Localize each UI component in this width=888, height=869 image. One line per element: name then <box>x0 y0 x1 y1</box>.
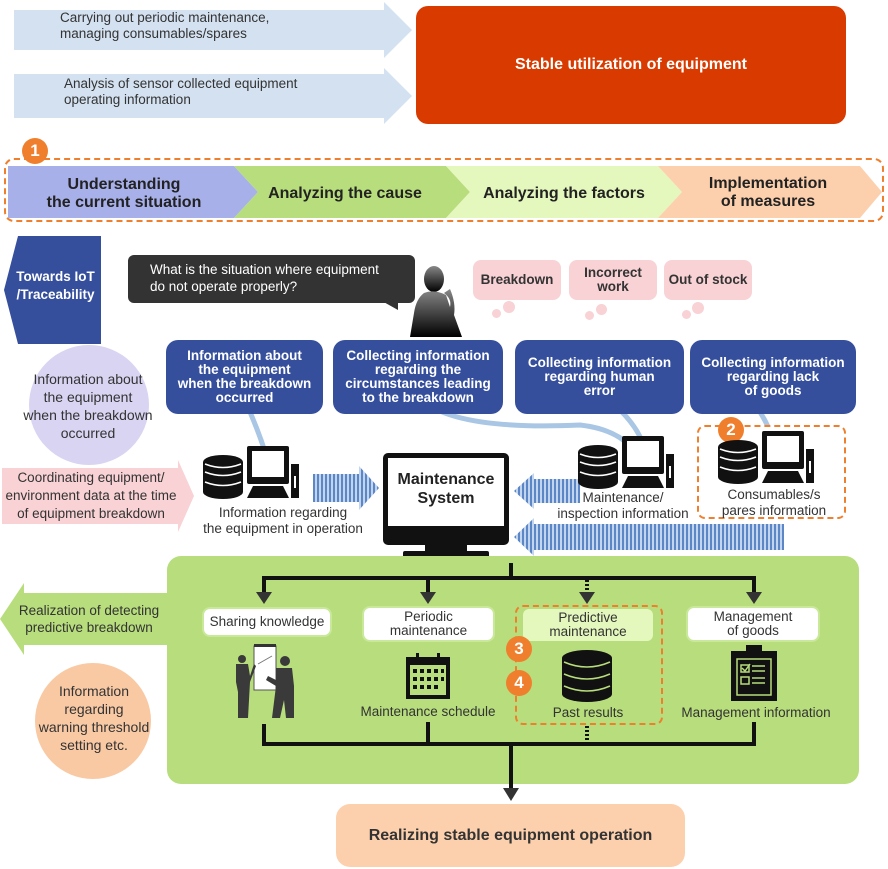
input-arrow-sensor-analysis: Analysis of sensor collected equipment o… <box>14 68 412 124</box>
output-management-of-goods: Management of goods <box>686 606 820 642</box>
maintenance-system-label: Maintenance System <box>397 471 495 507</box>
realization-arrow <box>0 583 168 655</box>
iot-label: Towards IoT /Traceability <box>16 269 95 302</box>
problem-breakdown: Breakdown <box>473 260 561 300</box>
pentagon-shape <box>4 236 101 344</box>
result-box: Realizing stable equipment operation <box>336 804 685 867</box>
realization-note: Realization of detecting predictive brea… <box>18 603 160 635</box>
database-icon <box>718 440 758 484</box>
threshold-info-circle <box>35 663 151 779</box>
step-analyzing-cause: Analyzing the cause <box>268 185 422 202</box>
process-steps-chevrons <box>8 166 882 218</box>
step-shape-cause <box>234 166 470 218</box>
source-consumables-label: Consumables/s pares information <box>721 487 827 518</box>
database-icon <box>578 445 618 489</box>
speech-tail <box>380 300 398 310</box>
maintenance-system-monitor-icon <box>383 453 509 563</box>
thinking-person-icon <box>410 266 462 337</box>
caption-management-information: Management information <box>681 705 831 720</box>
process-steps-frame <box>4 158 884 222</box>
data-flow-arrow-left <box>514 473 580 509</box>
input-label: Carrying out periodic maintenance, manag… <box>60 10 270 41</box>
source-equipment-operation-label: Information regarding the equipment in o… <box>203 505 363 536</box>
badge-4: 4 <box>506 670 532 696</box>
step-shape-factors <box>446 166 682 218</box>
database-icon <box>562 650 612 702</box>
thought-dot <box>503 301 515 313</box>
step-implementation: Implementation of measures <box>708 175 828 210</box>
data-flow-arrow-left-long <box>514 518 784 556</box>
output-sharing-knowledge: Sharing knowledge <box>202 607 332 637</box>
predictive-maintenance-frame <box>515 605 663 725</box>
database-computer-icon <box>203 446 299 499</box>
goal-box: Stable utilization of equipment <box>416 6 846 124</box>
output-periodic-maintenance: Periodic maintenance <box>362 606 495 642</box>
equipment-info-circle <box>29 345 149 465</box>
coordinating-note: Coordinating equipment/ environment data… <box>5 470 177 521</box>
calendar-icon <box>406 653 450 699</box>
coordinating-arrow <box>2 460 194 532</box>
equipment-info-note: Information about the equipment when the… <box>23 371 153 441</box>
step-shape-understanding <box>8 166 258 218</box>
input-arrow-periodic-maintenance: Carrying out periodic maintenance, manag… <box>14 2 412 58</box>
thought-dot <box>596 304 607 315</box>
thought-dot <box>492 309 501 318</box>
database-computer-icon <box>718 431 814 484</box>
collect-equipment-breakdown-info: Information about the equipment when the… <box>166 340 323 414</box>
arrow-head <box>746 592 762 604</box>
arrow-head <box>256 592 272 604</box>
output-predictive-maintenance: Predictive maintenance <box>523 609 653 641</box>
computer-icon <box>622 436 674 488</box>
iot-traceability-tag: Towards IoT /Traceability <box>4 236 101 344</box>
database-computer-icon <box>578 436 674 489</box>
thought-dot <box>682 310 691 319</box>
collect-human-error: Collecting information regarding human e… <box>515 340 684 414</box>
input-label: Analysis of sensor collected equipment o… <box>64 76 298 107</box>
data-flow-arrow-right <box>313 466 379 510</box>
collect-breakdown-circumstances: Collecting information regarding the cir… <box>333 340 503 414</box>
thought-dot <box>585 311 594 320</box>
caption-maintenance-schedule: Maintenance schedule <box>360 704 496 719</box>
computer-icon <box>762 431 814 483</box>
clipboard-checklist-icon <box>731 645 777 701</box>
step-understanding: Understanding the current situation <box>46 176 202 211</box>
source-maintenance-inspection-label: Maintenance/ inspection information <box>557 490 689 521</box>
badge-2: 2 <box>718 417 744 443</box>
step-analyzing-factors: Analyzing the factors <box>483 185 645 202</box>
collect-lack-of-goods: Collecting information regarding lack of… <box>690 340 856 414</box>
arrow-shape <box>14 2 412 58</box>
database-icon <box>203 455 243 499</box>
arrow-head <box>503 788 519 801</box>
badge-3: 3 <box>506 636 532 662</box>
problem-incorrect-work: Incorrect work <box>569 260 657 300</box>
presentation-people-icon <box>236 644 294 718</box>
thought-dot <box>692 302 704 314</box>
arrow-head <box>579 592 595 604</box>
arrow-shape <box>14 68 412 124</box>
threshold-info-note: Information regarding warning threshold … <box>38 683 150 753</box>
computer-icon <box>247 446 299 498</box>
step-shape-implementation <box>658 166 882 218</box>
question-bubble: What is the situation where equipment do… <box>128 255 415 303</box>
problem-out-of-stock: Out of stock <box>664 260 752 300</box>
arrow-head <box>420 592 436 604</box>
caption-past-results: Past results <box>552 705 624 720</box>
